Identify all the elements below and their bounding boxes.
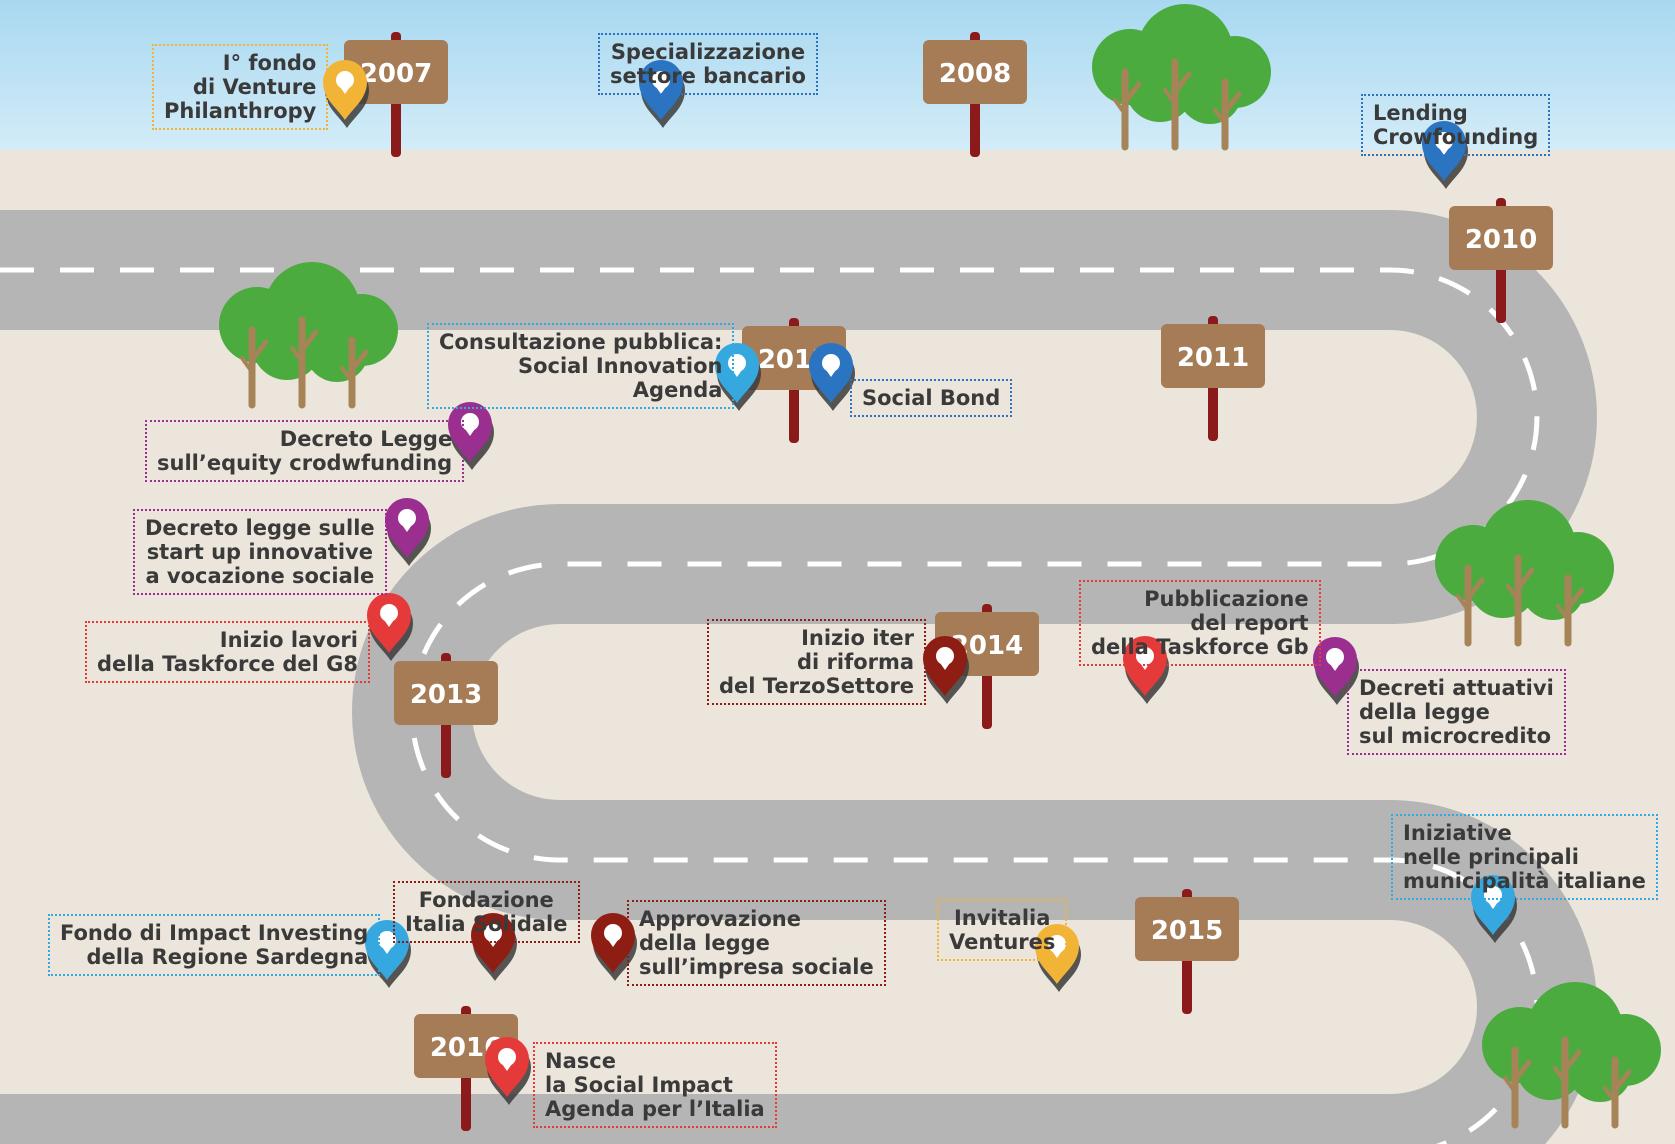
year-sign-2007: 2007 (344, 32, 448, 157)
year-label: 2007 (360, 59, 432, 89)
sign-board (923, 40, 1027, 104)
year-sign-2013: 2013 (394, 653, 498, 778)
milestone-label-riforma-terzo-settore: Inizio iter di riforma del TerzoSettore (707, 619, 927, 705)
tree-group-icon (219, 262, 398, 409)
map-pin-icon (639, 60, 685, 128)
milestone-label-equity-crowdfunding: Decreto Legge sull’equity crodwfunding (145, 420, 465, 482)
map-pin-icon (485, 1037, 531, 1105)
milestone-label-taskforce-g8: Inizio lavori della Taskforce del G8 (85, 621, 370, 683)
map-pin-icon (471, 913, 517, 981)
year-label: 2011 (1177, 343, 1249, 373)
map-pin-icon (1123, 636, 1169, 704)
milestone-label-invitalia-ventures: Invitalia Ventures (937, 899, 1068, 961)
milestone-label-social-impact-agenda: Nasce la Social Impact Agenda per l’Ital… (533, 1042, 777, 1128)
map-pin-icon (591, 913, 637, 981)
milestone-label-report-taskforce-gb: Pubblicazione del report della Taskforce… (1079, 580, 1321, 666)
map-pin-icon (923, 636, 969, 704)
year-label: 2015 (1151, 916, 1223, 946)
milestone-label-iniziative-municipalita: Iniziative nelle principali municipalità… (1391, 814, 1658, 900)
year-sign-2010: 2010 (1449, 198, 1553, 323)
map-pin-icon (323, 60, 369, 128)
tree-group-icon (1435, 500, 1614, 647)
map-pin-icon (1035, 924, 1081, 992)
sign-board (1449, 206, 1553, 270)
milestone-label-venture-philanthropy: I° fondo di Venture Philanthropy (152, 44, 329, 130)
milestone-label-fondo-impact-sardegna: Fondo di Impact Investing della Regione … (48, 914, 381, 976)
sign-board (344, 40, 448, 104)
sky (0, 0, 1675, 150)
tree-group-icon (1482, 982, 1661, 1129)
sign-board (394, 661, 498, 725)
trees (219, 4, 1661, 1129)
map-pin-icon (365, 920, 411, 988)
sign-board (1161, 324, 1265, 388)
tree-group-icon (1092, 4, 1271, 151)
year-sign-2008: 2008 (923, 32, 1027, 157)
location-pins (323, 60, 1517, 1105)
year-label: 2010 (1465, 225, 1537, 255)
map-pin-icon (448, 402, 494, 470)
sign-board (1135, 897, 1239, 961)
year-label: 2013 (410, 680, 482, 710)
milestone-label-social-bond: Social Bond (850, 379, 1013, 417)
milestone-label-consultazione-pubblica: Consultazione pubblica: Social Innovatio… (427, 323, 735, 409)
year-sign-2015: 2015 (1135, 889, 1239, 1014)
milestone-label-decreti-microcredito: Decreti attuativi della legge sul microc… (1347, 669, 1566, 755)
year-label: 2008 (939, 59, 1011, 89)
milestone-label-impresa-sociale: Approvazione della legge sull’impresa so… (627, 900, 886, 986)
milestone-label-start-up-innovative: Decreto legge sulle start up innovative … (133, 509, 387, 595)
map-pin-icon (809, 343, 855, 411)
map-pin-icon (1422, 121, 1468, 189)
year-sign-2011: 2011 (1161, 316, 1265, 441)
milestone-label-specializzazione-bancario: Specializzazione settore bancario (598, 33, 818, 95)
milestone-label-lending-crowfounding: Lending Crowfounding (1361, 94, 1551, 156)
map-pin-icon (367, 593, 413, 661)
map-pin-icon (385, 498, 431, 566)
map-pin-icon (715, 343, 761, 411)
milestone-label-fondazione-italia-solidale: Fondazione Italia Solidale (393, 881, 580, 943)
